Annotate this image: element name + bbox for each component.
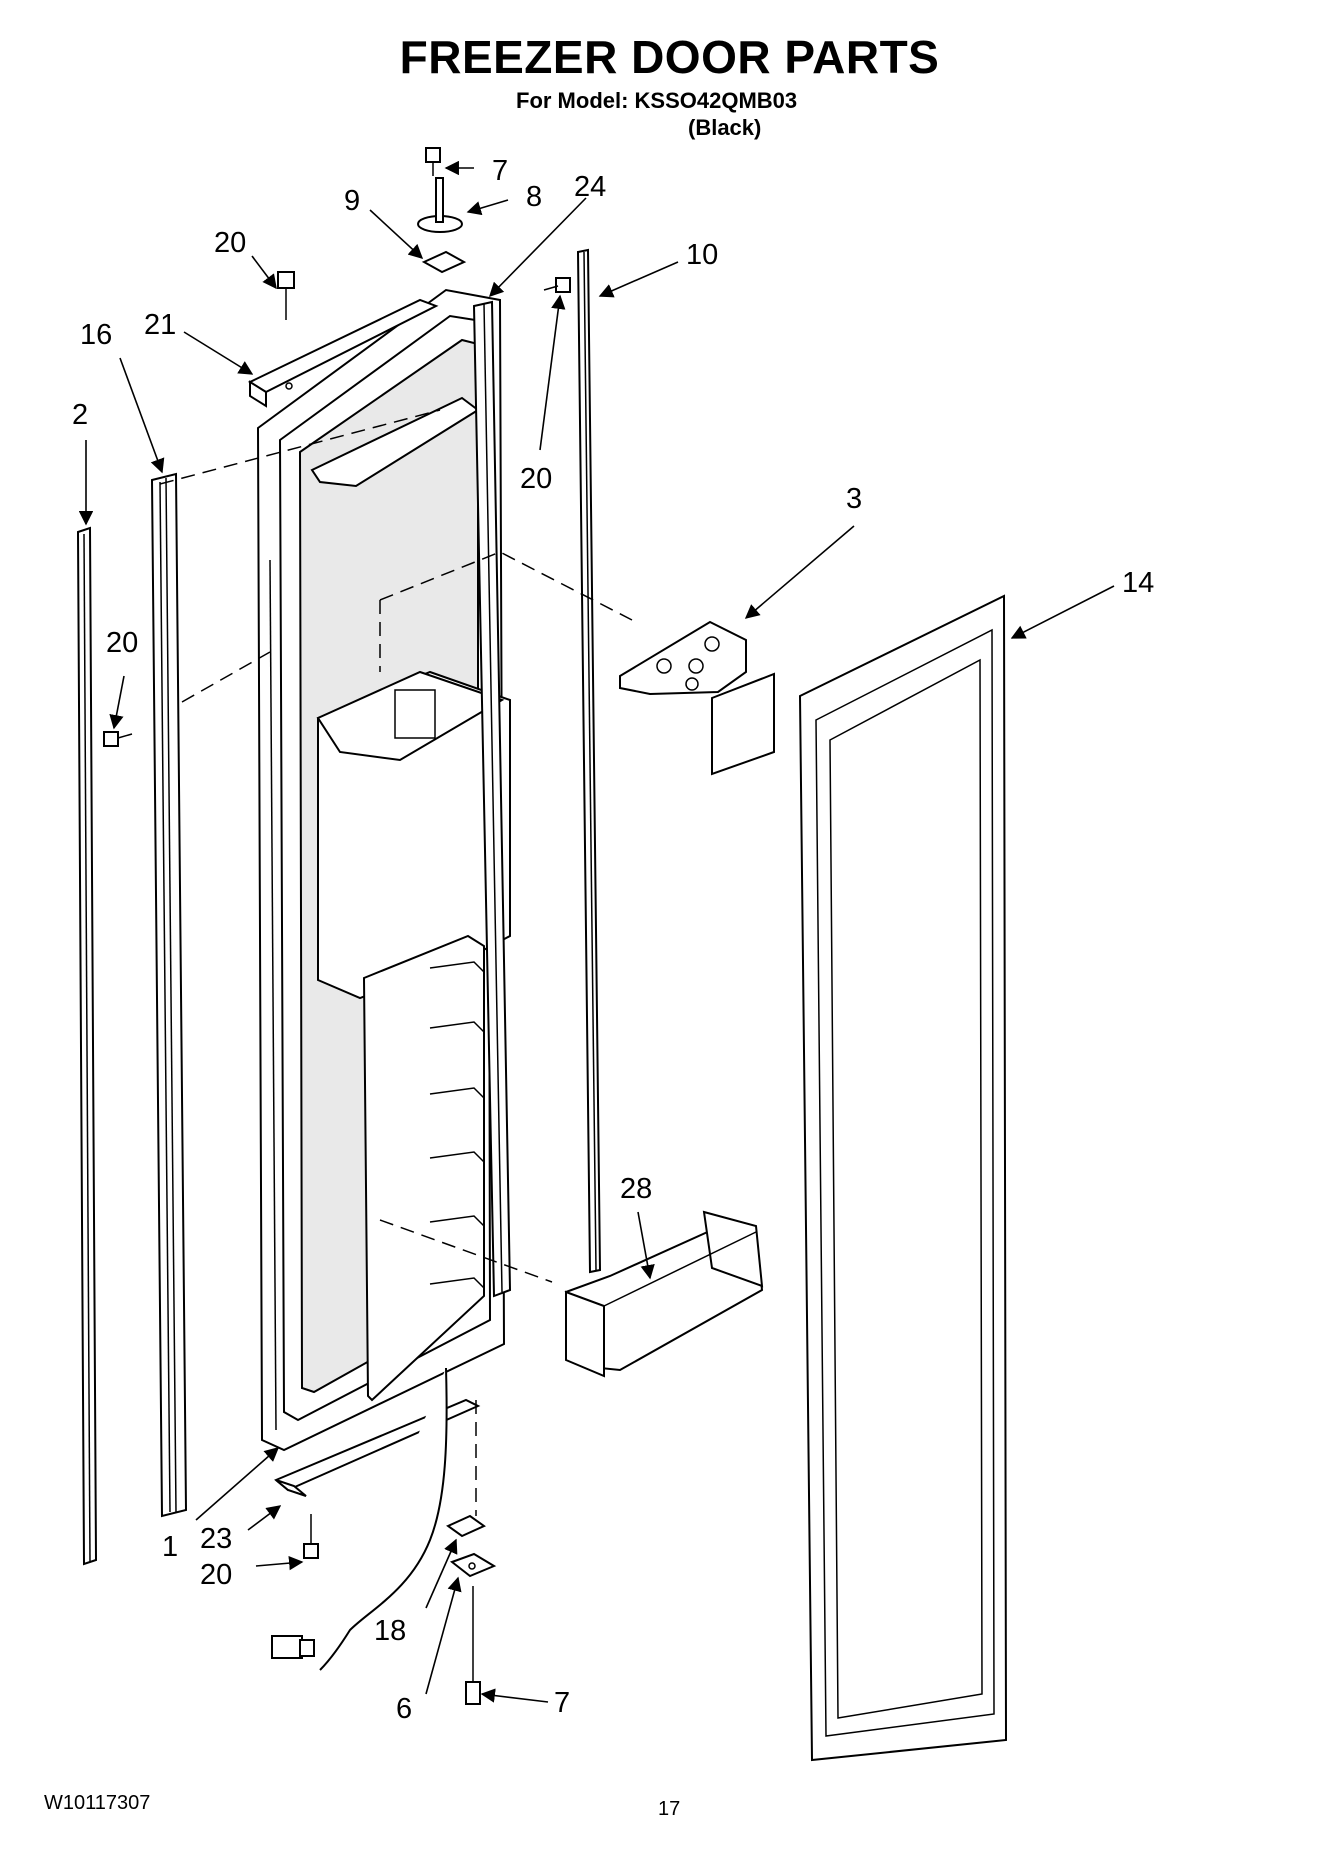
page-number: 17	[658, 1798, 681, 1820]
callout-labels: 7 8 24 9 20 10 21 16 2 20 3 14 20 28 1 2…	[72, 155, 1154, 1725]
callout-28: 28	[620, 1173, 652, 1205]
callout-24: 24	[574, 171, 606, 203]
part-20-screw-bottom	[303, 1514, 319, 1559]
callout-2: 2	[72, 399, 88, 431]
callout-7-top: 7	[492, 155, 508, 187]
part-20-screw-right	[543, 277, 571, 293]
callout-18: 18	[374, 1615, 406, 1647]
assembly-lines	[159, 409, 633, 1516]
part-28-door-bin	[564, 1210, 764, 1378]
callout-20-right: 20	[520, 463, 552, 495]
part-18-hinge-plate	[446, 1514, 486, 1538]
callout-3: 3	[846, 483, 862, 515]
callout-7-bottom: 7	[554, 1687, 570, 1719]
model-line: For Model: KSSO42QMB03	[516, 88, 798, 113]
part-8-top-hinge	[417, 177, 463, 233]
part-20-screw-left	[103, 731, 133, 747]
part-10-strip	[576, 248, 602, 1274]
callout-20-top: 20	[214, 227, 246, 259]
part-20-screw-top	[277, 271, 295, 320]
part-2-strip	[76, 526, 98, 1566]
part-16-breaker-strip	[150, 472, 188, 1518]
part-7-top-screw	[425, 147, 441, 176]
callout-16: 16	[80, 319, 112, 351]
part-14-door-panel	[798, 594, 1008, 1762]
color-variant: (Black)	[688, 115, 762, 140]
callout-9: 9	[344, 185, 360, 217]
part-24-door-seal	[472, 300, 512, 1298]
callout-20-left: 20	[106, 627, 138, 659]
callout-1: 1	[162, 1531, 178, 1563]
callout-23: 23	[200, 1523, 232, 1555]
callout-8: 8	[526, 181, 542, 213]
callout-leaders	[78, 160, 1115, 1703]
callout-10: 10	[686, 239, 718, 271]
part-3-bracket	[619, 620, 775, 776]
document-number: W10117307	[44, 1792, 151, 1814]
callout-14: 14	[1122, 567, 1154, 599]
part-7-bottom-screw	[465, 1586, 481, 1705]
callout-20-bottom: 20	[200, 1559, 232, 1591]
part-21-top-bracket	[247, 298, 439, 408]
part-6-bottom-hinge	[449, 1552, 497, 1578]
callout-6: 6	[396, 1693, 412, 1725]
page-title: FREEZER DOOR PARTS	[399, 31, 940, 83]
part-9-hinge-plate	[421, 250, 467, 274]
door-bin-ribs	[429, 961, 485, 1289]
wire-harness	[271, 1367, 448, 1671]
callout-21: 21	[144, 309, 176, 341]
part-1-door-liner	[256, 288, 511, 1452]
